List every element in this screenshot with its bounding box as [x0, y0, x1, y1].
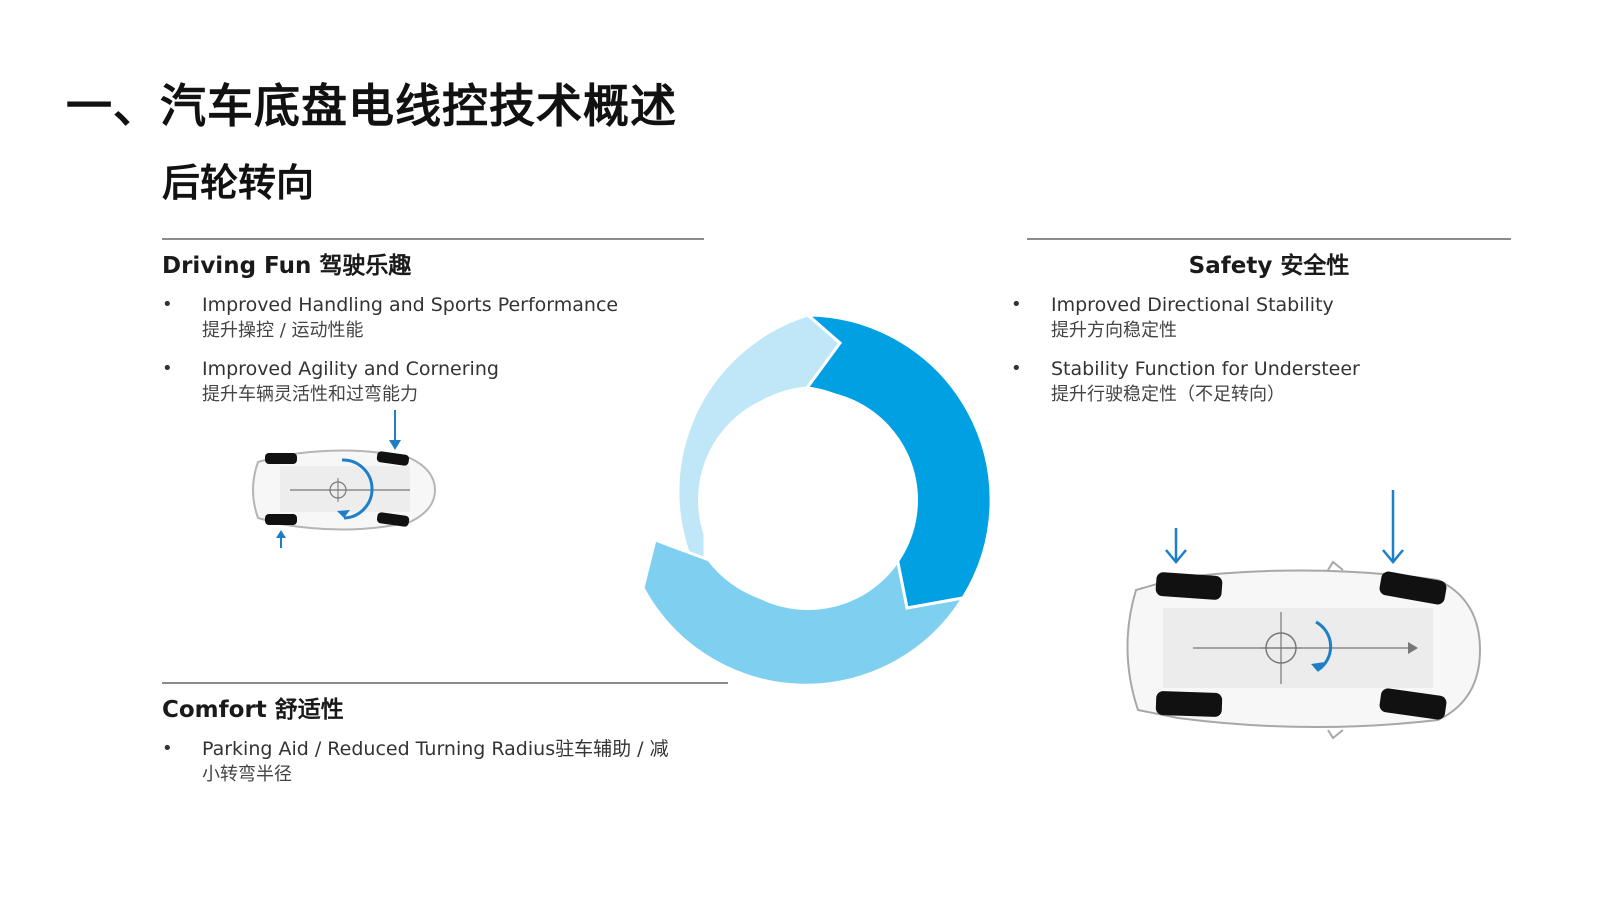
bullet-list: • Improved Handling and Sports Performan… — [162, 292, 704, 408]
list-item-text: Improved Handling and Sports Performance… — [202, 292, 618, 344]
list-item-text: Improved Directional Stability 提升方向稳定性 — [1051, 292, 1334, 344]
cycle-arrows-diagram — [641, 313, 993, 687]
bullet-list: • Parking Aid / Reduced Turning Radius驻车… — [162, 736, 728, 788]
item-chinese: 小转弯半径 — [202, 764, 292, 785]
list-item: • Improved Directional Stability 提升方向稳定性 — [1011, 292, 1511, 344]
item-english: Parking Aid / Reduced Turning Radius驻车辅助… — [202, 738, 669, 760]
car-top-view-opposite-phase-steering-icon — [252, 410, 437, 548]
bullet-icon: • — [1011, 294, 1022, 315]
section-driving-fun: Driving Fun 驾驶乐趣 • Improved Handling and… — [162, 238, 704, 420]
list-item: • Improved Handling and Sports Performan… — [162, 292, 704, 344]
item-chinese: 提升车辆灵活性和过弯能力 — [202, 384, 418, 405]
section-divider — [1027, 238, 1511, 240]
bullet-icon: • — [1011, 358, 1022, 379]
item-english: Stability Function for Understeer — [1051, 358, 1360, 380]
bullet-icon: • — [162, 294, 173, 315]
list-item-text: Parking Aid / Reduced Turning Radius驻车辅助… — [202, 736, 669, 788]
item-chinese: 提升方向稳定性 — [1051, 320, 1177, 341]
bullet-list: • Improved Directional Stability 提升方向稳定性… — [1011, 292, 1511, 408]
item-chinese: 提升操控 / 运动性能 — [202, 320, 364, 341]
item-chinese: 提升行驶稳定性（不足转向） — [1051, 384, 1285, 405]
list-item: • Improved Agility and Cornering 提升车辆灵活性… — [162, 356, 704, 408]
car-top-view-same-phase-steering-icon — [1126, 490, 1482, 740]
list-item: • Parking Aid / Reduced Turning Radius驻车… — [162, 736, 728, 788]
list-item: • Stability Function for Understeer 提升行驶… — [1011, 356, 1511, 408]
list-item-text: Improved Agility and Cornering 提升车辆灵活性和过… — [202, 356, 499, 408]
section-safety: Safety 安全性 • Improved Directional Stabil… — [1011, 238, 1511, 420]
page-title: 一、汽车底盘电线控技术概述 — [66, 79, 677, 133]
section-divider — [162, 682, 728, 684]
list-item-text: Stability Function for Understeer 提升行驶稳定… — [1051, 356, 1360, 408]
page-subtitle: 后轮转向 — [162, 161, 315, 205]
bullet-icon: • — [162, 358, 173, 379]
section-heading-driving-fun: Driving Fun 驾驶乐趣 — [162, 253, 412, 279]
section-divider — [162, 238, 704, 240]
section-heading-safety: Safety 安全性 — [1188, 253, 1350, 279]
section-heading-comfort: Comfort 舒适性 — [162, 697, 344, 723]
item-english: Improved Handling and Sports Performance — [202, 294, 619, 316]
bullet-icon: • — [162, 738, 173, 759]
item-english: Improved Agility and Cornering — [202, 358, 499, 380]
section-comfort: Comfort 舒适性 • Parking Aid / Reduced Turn… — [162, 682, 728, 800]
item-english: Improved Directional Stability — [1051, 294, 1334, 316]
